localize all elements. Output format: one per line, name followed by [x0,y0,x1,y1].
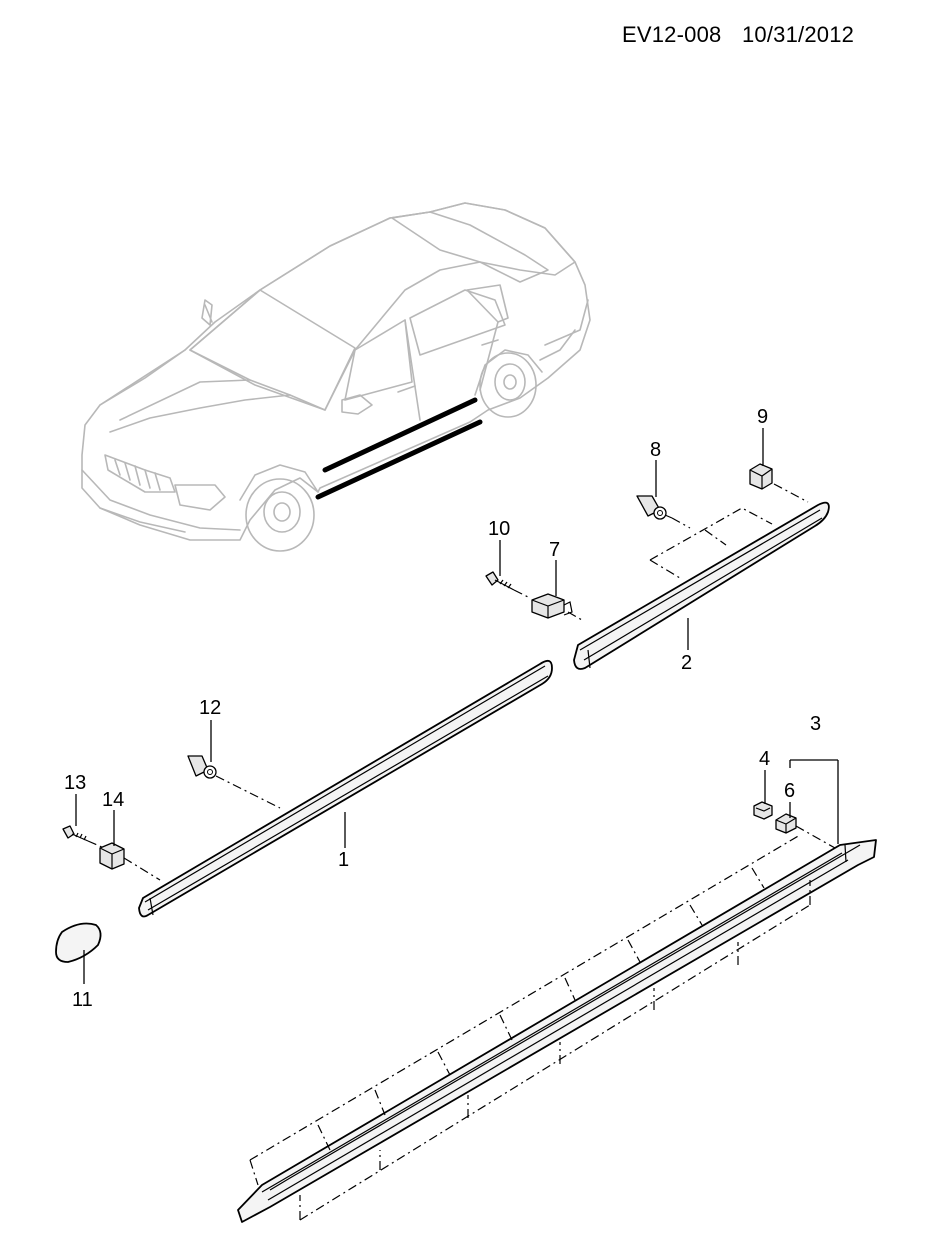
clip-part-7 [531,593,573,619]
screw-part-10 [485,571,515,591]
callout-2: 2 [681,652,692,674]
rocker-panel [237,834,877,1223]
callout-12: 12 [199,697,221,719]
push-pin-part-8 [636,495,673,520]
callout-4: 4 [759,748,770,770]
assembly-lines [87,483,836,881]
callout-14: 14 [102,789,124,811]
callout-9: 9 [757,406,768,428]
callout-numbers: 1 2 3 4 6 7 8 9 10 11 12 13 14 [64,406,821,1011]
car-illustration [81,202,591,552]
callout-11: 11 [72,989,93,1011]
clip-part-6 [775,813,797,834]
push-pin-part-12 [187,755,217,779]
callout-7: 7 [549,539,560,561]
rear-door-molding [573,501,830,670]
clip-part-4 [753,801,773,820]
callout-8: 8 [650,439,661,461]
front-door-molding [138,659,553,918]
leader-lines [75,428,839,984]
callout-13: 13 [64,772,86,794]
callout-10: 10 [488,518,510,540]
end-cap-part-11 [55,922,102,963]
clip-part-9 [749,463,773,490]
callout-6: 6 [784,780,795,802]
callout-3: 3 [810,713,821,735]
drawing-id: EV12-008 [622,22,722,47]
drawing-date: 10/31/2012 [742,22,855,47]
screw-part-13 [62,825,89,842]
clip-part-14 [99,842,125,870]
callout-1: 1 [338,849,349,871]
